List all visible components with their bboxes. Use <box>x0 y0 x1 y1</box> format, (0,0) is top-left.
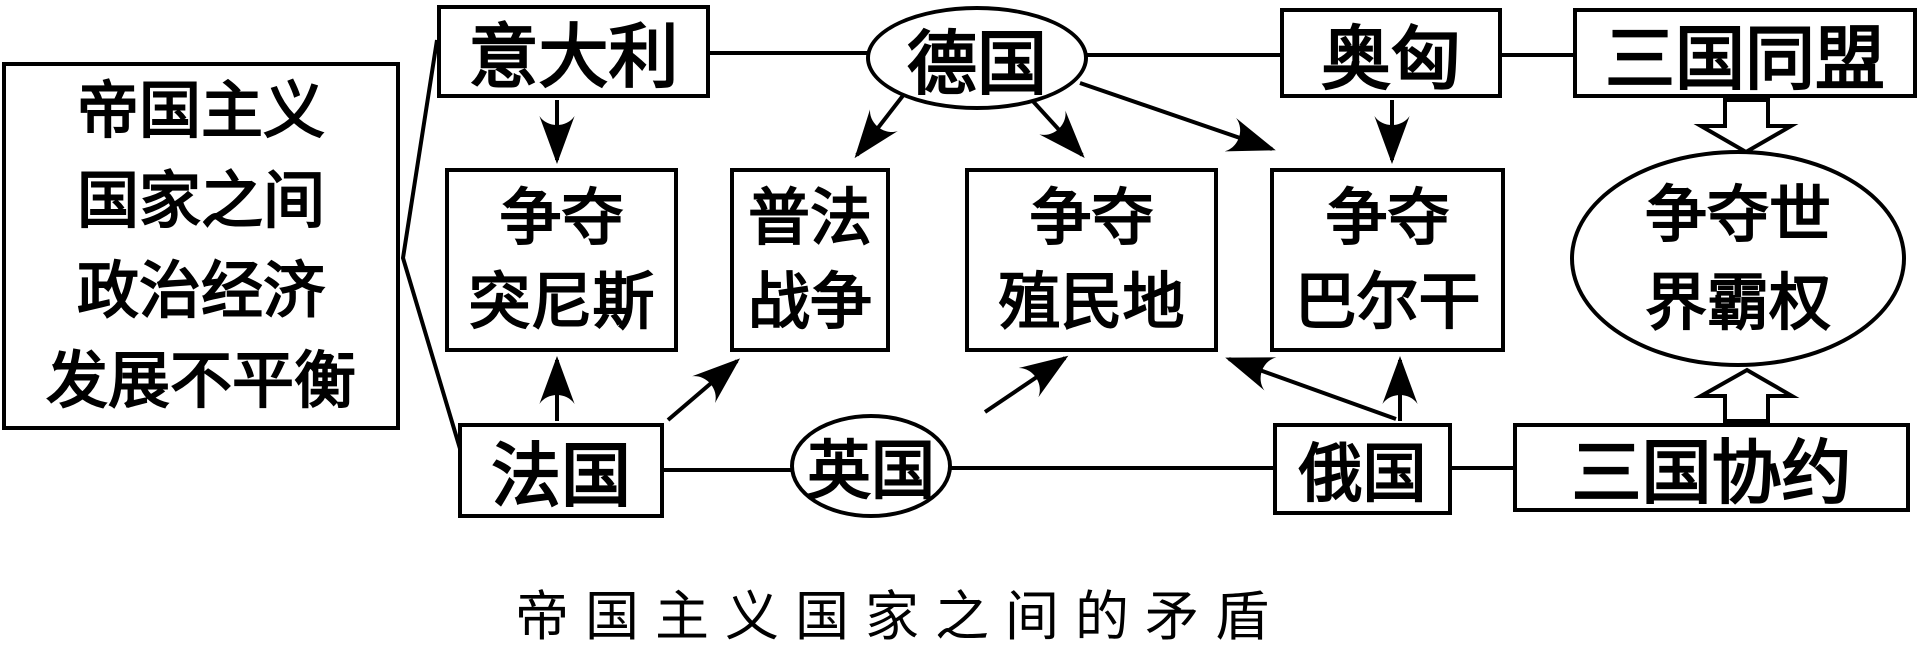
cause-box: 帝国主义 国家之间 政治经济 发展不平衡 <box>2 62 400 430</box>
edge-entente-hegemony-hollow-arrow <box>1693 367 1800 423</box>
node-colonies-conflict: 争夺 殖民地 <box>965 168 1218 352</box>
edge-france-francoprussian-arrow <box>666 358 741 422</box>
node-world-hegemony: 争夺世 界霸权 <box>1570 150 1906 367</box>
edge-cause-to-italy-and-france <box>400 39 463 453</box>
node-triple-alliance: 三国同盟 <box>1573 8 1917 100</box>
node-tunisia-conflict: 争夺 突尼斯 <box>445 168 678 352</box>
node-triple-entente: 三国协约 <box>1513 423 1910 514</box>
edge-germany-francoprussian-arrow <box>854 91 907 159</box>
node-russia: 俄国 <box>1273 423 1452 515</box>
node-britain: 英国 <box>790 414 952 518</box>
edge-alliance-hegemony-hollow-arrow <box>1693 98 1799 155</box>
edge-germany-balkans-arrow <box>1079 81 1276 152</box>
diagram-caption: 帝国主义国家之间的矛盾 <box>515 585 1285 648</box>
node-germany: 德国 <box>866 6 1088 110</box>
node-france: 法国 <box>458 423 664 518</box>
edge-britain-colonies-arrow <box>983 355 1069 414</box>
node-franco-prussian-war: 普法 战争 <box>730 168 890 352</box>
edge-russia-colonies-arrow <box>1225 357 1397 421</box>
node-austria-hungary: 奥匈 <box>1280 8 1502 100</box>
node-italy: 意大利 <box>437 5 710 98</box>
node-balkans-conflict: 争夺 巴尔干 <box>1270 168 1505 352</box>
